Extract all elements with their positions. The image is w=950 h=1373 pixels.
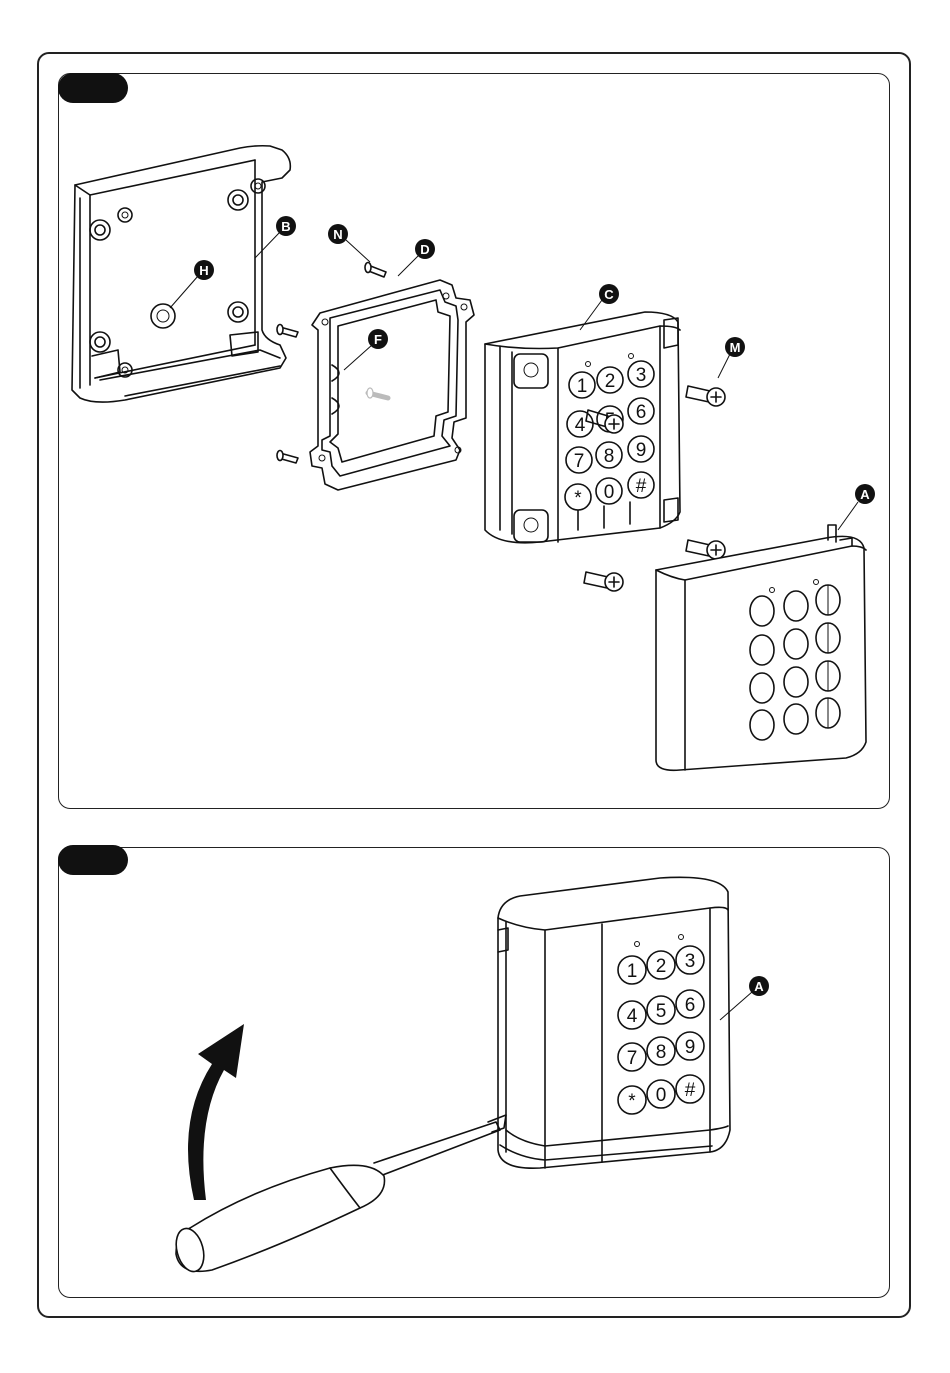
svg-text:1: 1 [627,961,638,982]
svg-text:5: 5 [656,1001,667,1022]
svg-text:2: 2 [656,956,667,977]
label-a: A [860,487,870,502]
label-n: N [333,227,342,242]
svg-text:6: 6 [636,402,647,423]
svg-text:3: 3 [685,951,696,972]
back-box [72,146,290,402]
small-screw [277,325,298,338]
key-0: 0 [596,478,622,504]
svg-text:0: 0 [604,482,615,503]
gasket [310,280,474,490]
svg-text:8: 8 [656,1042,667,1063]
key-7: 7 [566,447,592,473]
assembled-keypad [498,877,730,1168]
screwdriver [172,1115,506,1275]
small-screw [365,263,386,278]
key-2: 2 [597,367,623,393]
key-3: 3 [676,946,704,974]
cover-screw [686,386,725,406]
rotation-arrow [188,1024,244,1200]
svg-text:2: 2 [605,371,616,392]
key-4: 4 [618,1001,646,1029]
svg-text:4: 4 [627,1006,638,1027]
svg-text:*: * [628,1091,636,1112]
svg-text:7: 7 [574,451,585,472]
svg-text:#: # [636,476,647,497]
small-screw [277,451,298,464]
label-d: D [420,242,429,257]
svg-text:4: 4 [575,415,586,436]
label-a-2: A [754,979,764,994]
label-c: C [604,287,614,302]
svg-text:1: 1 [577,376,588,397]
svg-text:7: 7 [627,1048,638,1069]
label-b: B [281,219,290,234]
key-star: * [618,1086,646,1114]
svg-text:8: 8 [604,446,615,467]
svg-text:*: * [574,488,582,509]
svg-text:0: 0 [656,1085,667,1106]
cover-screw [686,540,725,559]
key-8: 8 [596,442,622,468]
svg-text:#: # [685,1080,696,1101]
cover-screw [584,572,623,591]
key-1: 1 [569,372,595,398]
key-8: 8 [647,1037,675,1065]
key-hash: # [628,472,654,498]
svg-text:3: 3 [636,365,647,386]
key-9: 9 [628,436,654,462]
key-6: 6 [628,398,654,424]
key-5: 5 [647,996,675,1024]
key-2: 2 [647,951,675,979]
key-7: 7 [618,1043,646,1071]
key-3: 3 [628,361,654,387]
key-6: 6 [676,990,704,1018]
front-cover [656,525,866,770]
key-4: 4 [567,411,593,437]
key-9: 9 [676,1032,704,1060]
label-f: F [374,332,382,347]
key-0: 0 [647,1080,675,1108]
svg-text:9: 9 [636,440,647,461]
svg-text:9: 9 [685,1037,696,1058]
key-hash: # [676,1075,704,1103]
label-m: M [730,340,741,355]
key-1: 1 [618,956,646,984]
key-star: * [565,484,591,510]
label-h: H [199,263,208,278]
svg-text:6: 6 [685,995,696,1016]
